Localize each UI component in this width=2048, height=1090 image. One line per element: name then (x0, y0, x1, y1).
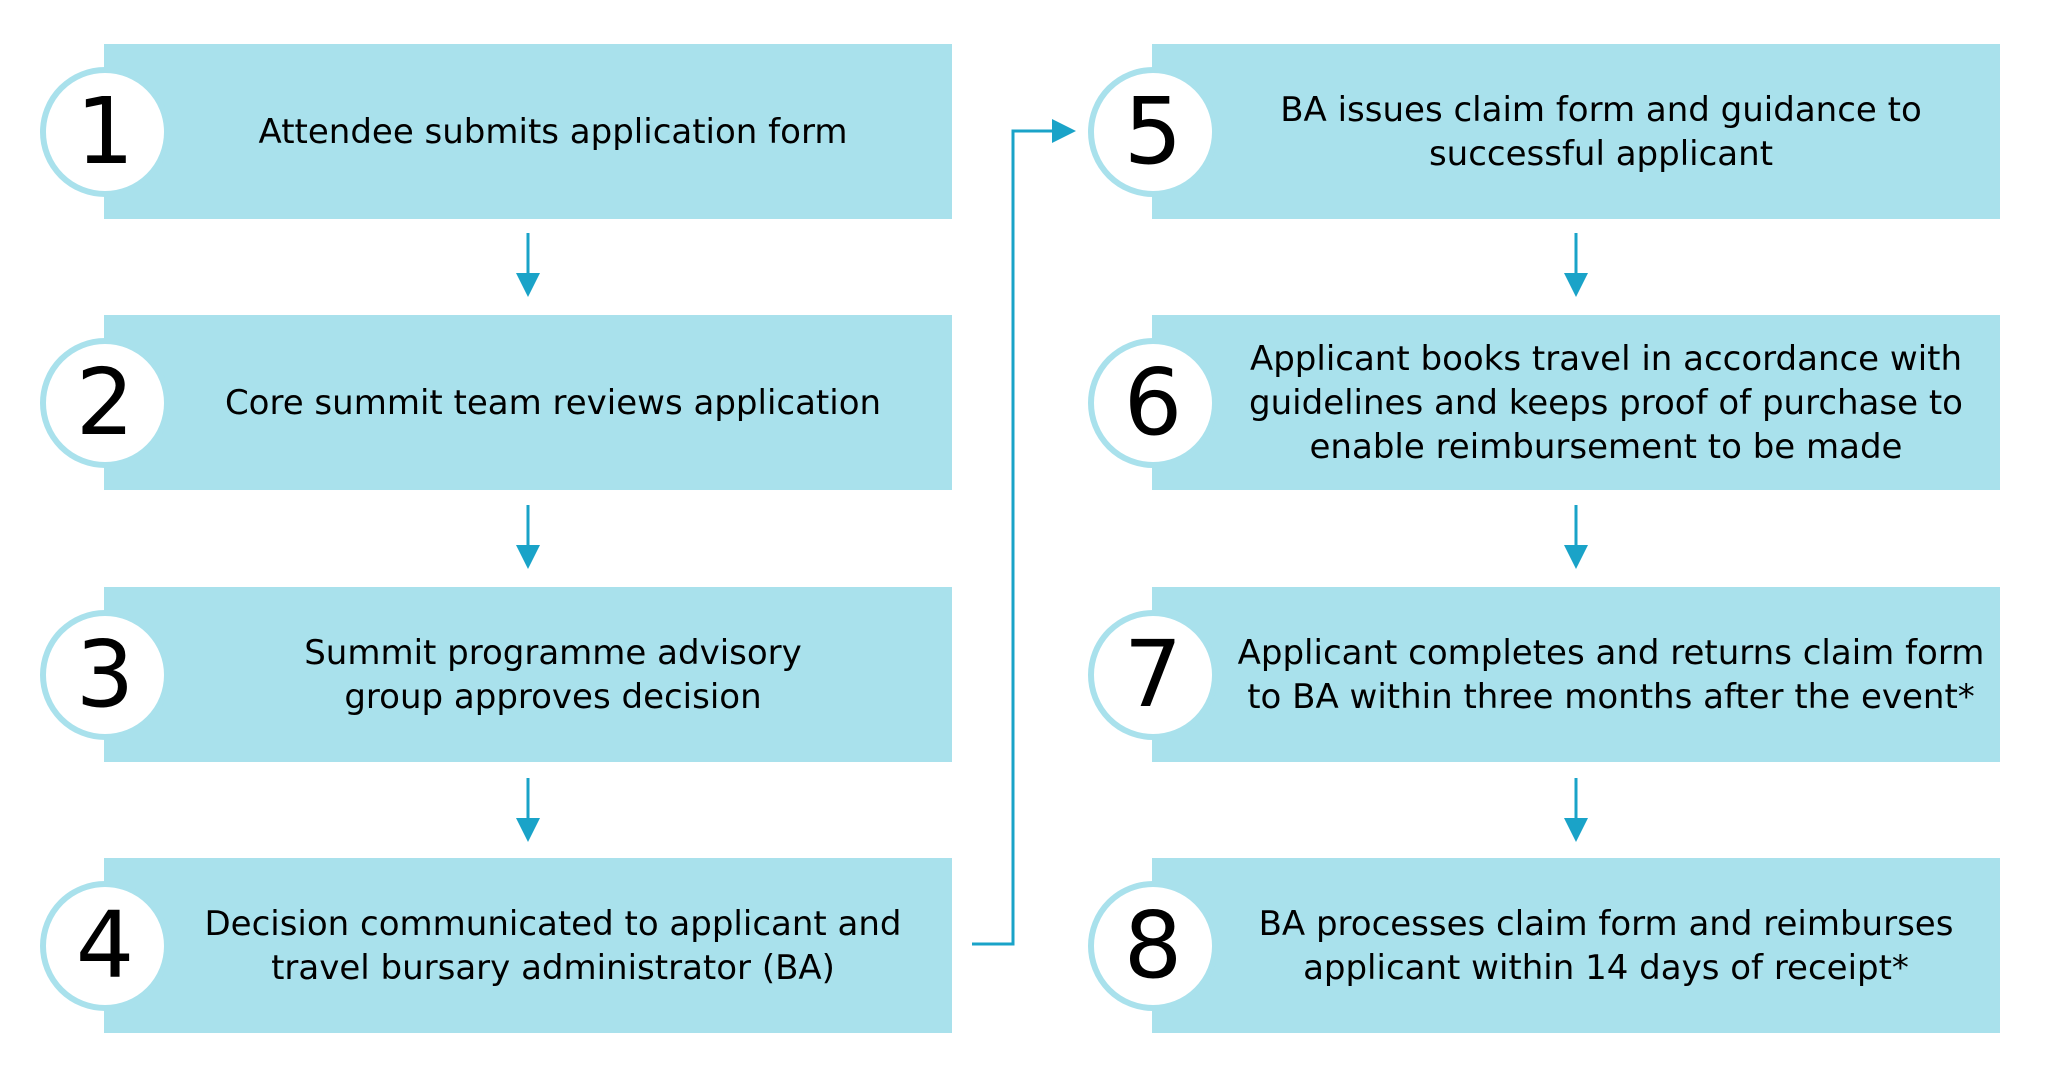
step-2-number-badge: 2 (40, 338, 170, 468)
step-1-text: Attendee submits application form (258, 111, 848, 152)
step-7-number-badge: 7 (1088, 610, 1218, 740)
arrowhead-6-to-7 (1564, 545, 1588, 569)
step-4-box: Decision communicated to applicant and t… (104, 858, 952, 1033)
step-5-text: BA issues claim form and guidance to suc… (1280, 89, 1922, 174)
step-5-box: BA issues claim form and guidance to suc… (1152, 44, 2000, 219)
arrowhead-4-to-5 (1052, 119, 1076, 143)
step-3-text: Summit programme advisory group approves… (304, 632, 802, 717)
step-8-box: BA processes claim form and reimburses a… (1152, 858, 2000, 1033)
step-7-text: Applicant completes and returns claim fo… (1237, 632, 1985, 717)
step-3-number-badge: 3 (40, 610, 170, 740)
step-4-text: Decision communicated to applicant and t… (204, 903, 902, 988)
step-5-number-badge: 5 (1088, 67, 1218, 197)
arrowhead-3-to-4 (516, 818, 540, 842)
arrow-4-to-5 (972, 129, 1055, 946)
arrowhead-2-to-3 (516, 545, 540, 569)
step-8-text: BA processes claim form and reimburses a… (1258, 903, 1954, 988)
step-2-text: Core summit team reviews application (224, 382, 882, 423)
step-4-number-badge: 4 (40, 881, 170, 1011)
step-8-number-badge: 8 (1088, 881, 1218, 1011)
step-7-box: Applicant completes and returns claim fo… (1152, 587, 2000, 762)
step-6-text: Applicant books travel in accordance wit… (1249, 338, 1963, 467)
step-3-box: Summit programme advisory group approves… (104, 587, 952, 762)
arrowhead-7-to-8 (1564, 818, 1588, 842)
step-1-number-badge: 1 (40, 67, 170, 197)
arrowhead-1-to-2 (516, 273, 540, 297)
step-6-number-badge: 6 (1088, 338, 1218, 468)
step-1-box: Attendee submits application form (104, 44, 952, 219)
step-2-box: Core summit team reviews application (104, 315, 952, 490)
step-6-box: Applicant books travel in accordance wit… (1152, 315, 2000, 490)
arrowhead-5-to-6 (1564, 273, 1588, 297)
